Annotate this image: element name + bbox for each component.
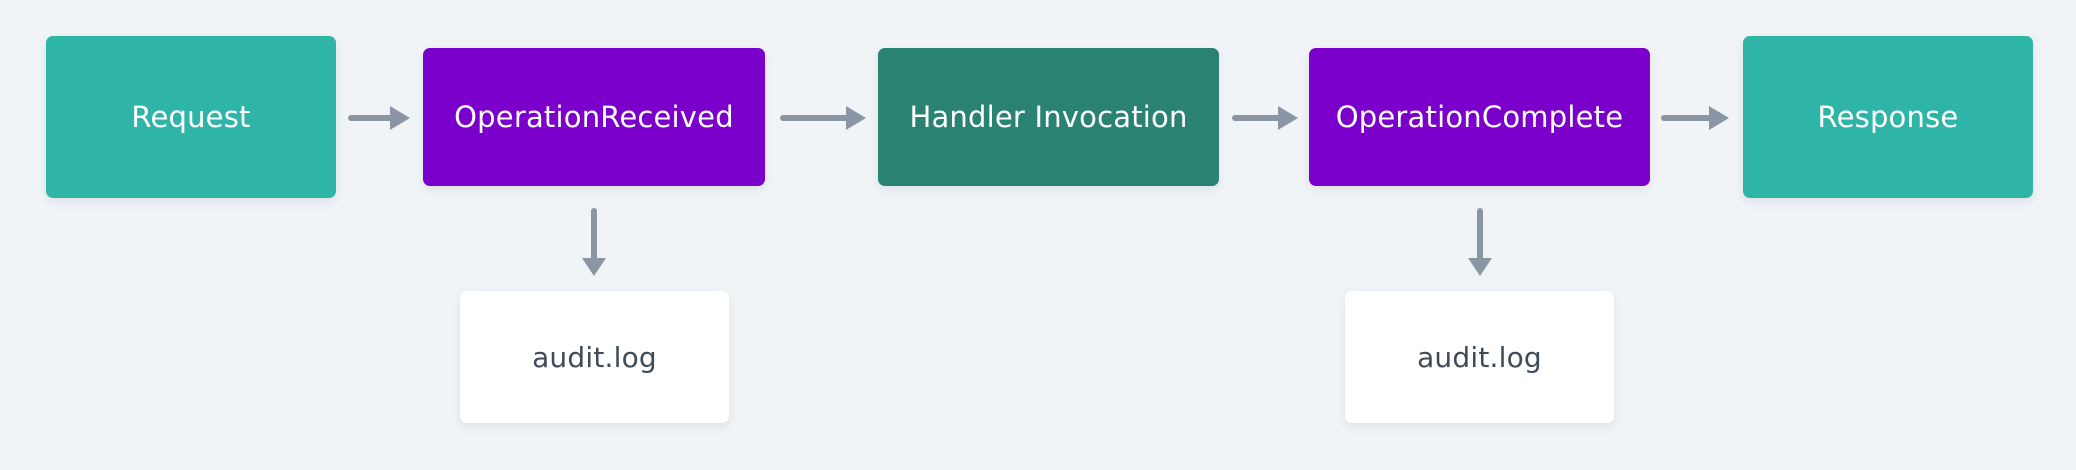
audit-log-node-1: audit.log [460,291,729,423]
handler-invocation-node: Handler Invocation [878,48,1219,186]
audit-log-label-1: audit.log [532,340,657,374]
arrow-right-icon [348,106,410,130]
handler-invocation-label: Handler Invocation [909,100,1188,134]
request-label: Request [131,100,251,134]
response-node: Response [1743,36,2033,198]
audit-log-node-2: audit.log [1345,291,1614,423]
arrow-right-icon [780,106,866,130]
audit-log-label-2: audit.log [1417,340,1542,374]
operation-complete-node: OperationComplete [1309,48,1650,186]
arrow-down-icon [582,208,606,276]
response-label: Response [1817,100,1959,134]
arrow-down-icon [1468,208,1492,276]
operation-received-node: OperationReceived [423,48,765,186]
request-node: Request [46,36,336,198]
arrow-right-icon [1232,106,1298,130]
operation-received-label: OperationReceived [454,100,734,134]
arrow-right-icon [1661,106,1729,130]
operation-complete-label: OperationComplete [1335,100,1624,134]
